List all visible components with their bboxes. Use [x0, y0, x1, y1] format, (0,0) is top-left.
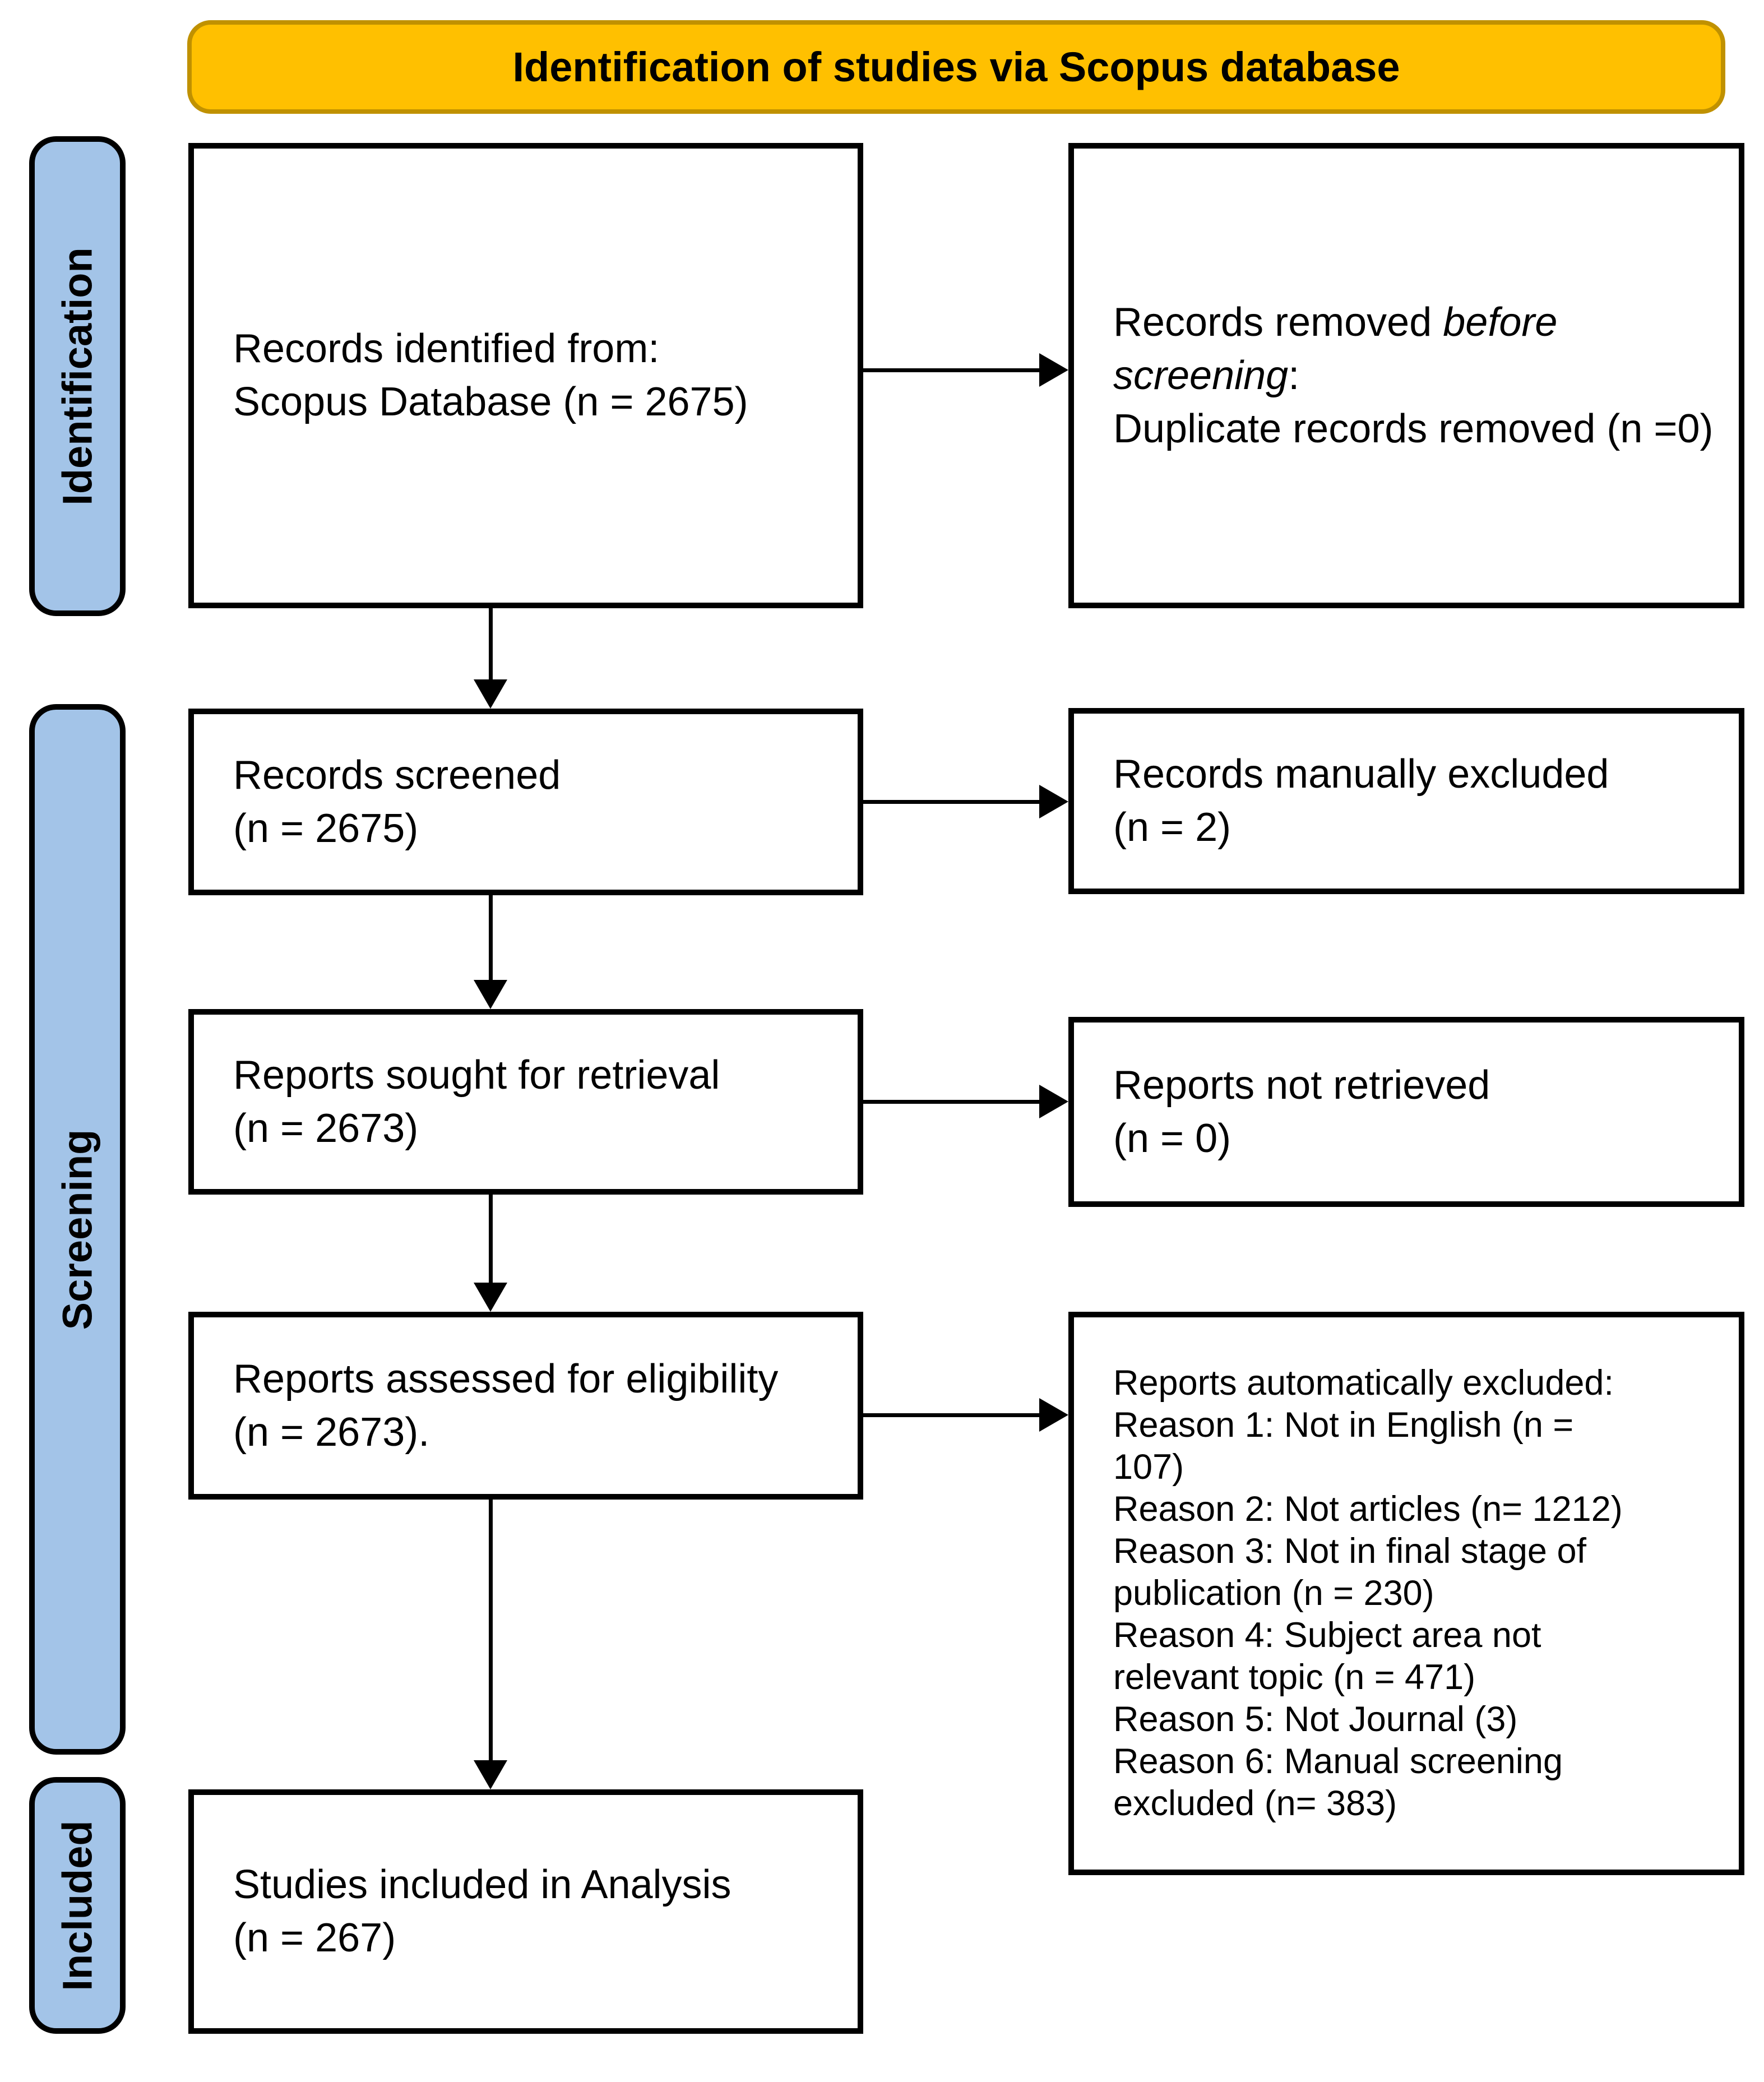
arrow-head-down-icon: [474, 679, 507, 709]
box-text-line: (n = 2): [1113, 805, 1231, 850]
box-text-line: Reports not retrieved: [1113, 1062, 1490, 1108]
banner-title: Identification of studies via Scopus dat…: [512, 44, 1400, 90]
box-text-line: (n = 0): [1113, 1116, 1231, 1161]
arrow-shaft: [863, 800, 1041, 804]
box-text-line: (n = 2675): [233, 806, 419, 851]
box-text-line: Records screened: [233, 752, 561, 798]
stage-label-screening-text: Screening: [54, 1129, 101, 1330]
box-text-line: Reports automatically excluded:: [1113, 1363, 1614, 1403]
box-text-line: Studies included in Analysis: [233, 1862, 731, 1907]
stage-label-included-text: Included: [54, 1820, 101, 1991]
box-text-line: Scopus Database (n = 2675): [233, 380, 748, 424]
box-text-line: Reports assessed for eligibility: [233, 1356, 779, 1401]
box-records-removed-before-screening: Records removed before screening: Duplicat…: [1068, 143, 1744, 608]
box-text-line: 107): [1113, 1447, 1184, 1487]
box-text-line: Reason 4: Subject area not: [1113, 1616, 1541, 1655]
stage-label-identification: Identification: [29, 136, 126, 616]
stage-label-included: Included: [29, 1777, 126, 2034]
box-text-line: Duplicate records removed (n =0): [1113, 406, 1714, 451]
box-reports-assessed: Reports assessed for eligibility (n = 267…: [188, 1312, 863, 1500]
box-text-line: Reason 1: Not in English (n =: [1113, 1405, 1574, 1445]
arrow-head-down-icon: [474, 1760, 507, 1789]
box-text-line: Records identified from:: [233, 326, 660, 371]
box-text-line: Reason 5: Not Journal (3): [1113, 1700, 1518, 1739]
arrow-shaft: [489, 895, 493, 983]
arrow-head-right-icon: [1039, 785, 1068, 818]
box-text-line: Reports sought for retrieval: [233, 1052, 720, 1098]
box-text-line: (n = 2673): [233, 1105, 419, 1151]
box-reports-not-retrieved: Reports not retrieved (n = 0): [1068, 1017, 1744, 1207]
box-reports-automatically-excluded: Reports automatically excluded:Reason 1:…: [1068, 1312, 1744, 1875]
box-text-line: Reason 6: Manual screening: [1113, 1742, 1563, 1781]
box-text-line: Reason 2: Not articles (n= 1212): [1113, 1489, 1623, 1529]
stage-label-identification-text: Identification: [54, 247, 101, 506]
arrow-shaft: [863, 1100, 1041, 1104]
box-reports-sought: Reports sought for retrieval (n = 2673): [188, 1009, 863, 1195]
arrow-head-down-icon: [474, 980, 507, 1009]
arrow-head-right-icon: [1039, 1085, 1068, 1118]
box-text-line: screening:: [1113, 353, 1300, 398]
box-text-line: excluded (n= 383): [1113, 1784, 1397, 1823]
box-text-line: relevant topic (n = 471): [1113, 1658, 1476, 1697]
box-text-line: Records removed before: [1113, 299, 1558, 345]
banner: Identification of studies via Scopus dat…: [187, 20, 1725, 114]
box-text-line: Reason 3: Not in final stage of: [1113, 1532, 1587, 1571]
arrow-head-right-icon: [1039, 353, 1068, 387]
box-records-manually-excluded: Records manually excluded (n = 2): [1068, 708, 1744, 894]
box-text-line: (n = 267): [233, 1916, 396, 1960]
box-text-line: (n = 2673).: [233, 1409, 430, 1455]
box-records-screened: Records screened (n = 2675): [188, 709, 863, 895]
arrow-head-right-icon: [1039, 1398, 1068, 1432]
stage-label-screening: Screening: [29, 704, 126, 1755]
arrow-shaft: [489, 1500, 493, 1763]
arrow-shaft: [489, 1195, 493, 1285]
box-studies-included: Studies included in Analysis (n = 267): [188, 1789, 863, 2034]
arrow-shaft: [489, 608, 493, 682]
box-records-identified: Records identified from: Scopus Database …: [188, 143, 863, 608]
arrow-shaft: [863, 368, 1041, 372]
box-text-line: publication (n = 230): [1113, 1574, 1434, 1613]
arrow-head-down-icon: [474, 1283, 507, 1312]
arrow-shaft: [863, 1413, 1041, 1417]
box-text-line: Records manually excluded: [1113, 752, 1609, 797]
